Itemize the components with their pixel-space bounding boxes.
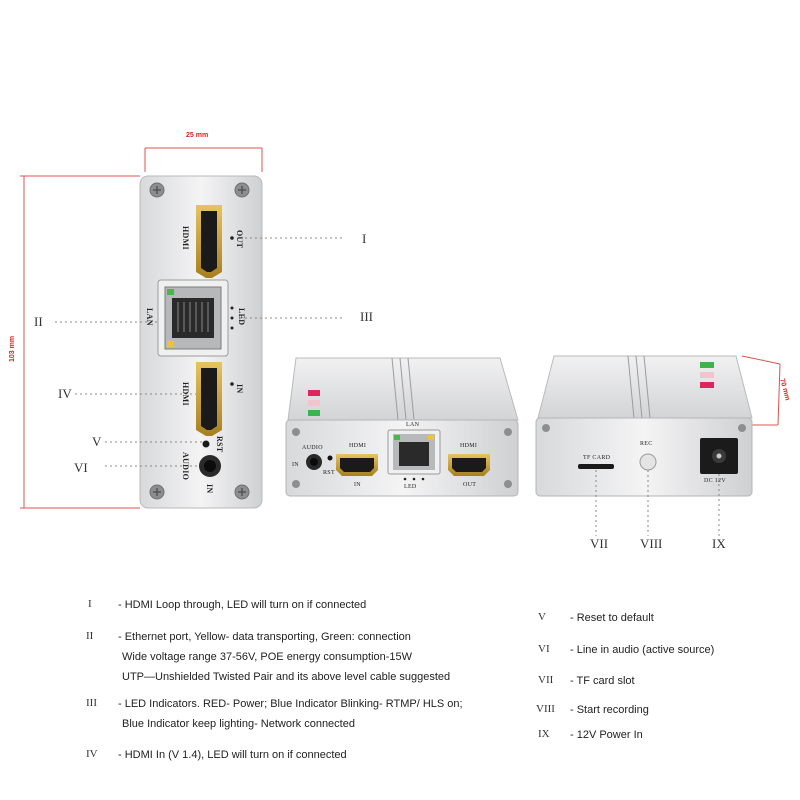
legend-text: - 12V Power In bbox=[570, 729, 643, 741]
legend-text: UTP—Unshielded Twisted Pair and its abov… bbox=[122, 671, 451, 683]
front-led-label: LED bbox=[237, 308, 246, 326]
rec-label: REC bbox=[640, 441, 653, 447]
mid-rst-label: RST bbox=[323, 470, 335, 476]
legend-text: - LED Indicators. RED- Power; Blue Indic… bbox=[118, 698, 463, 710]
callout-ix: IX bbox=[712, 536, 726, 551]
right-device bbox=[535, 355, 753, 497]
legend-text: - Line in audio (active source) bbox=[570, 644, 715, 656]
callout-i: I bbox=[362, 231, 367, 246]
mid-hdmi-in-sub: IN bbox=[354, 482, 361, 488]
mid-audio-label: AUDIO bbox=[302, 445, 323, 451]
hdmi-in-port bbox=[196, 362, 234, 436]
reset-button bbox=[202, 440, 210, 448]
legend-num: I bbox=[88, 598, 92, 610]
callout-v: V bbox=[92, 434, 102, 449]
legend-num: III bbox=[86, 697, 97, 709]
callout-ii: II bbox=[34, 314, 43, 329]
callout-viii: VIII bbox=[640, 536, 663, 551]
mid-lan-label: LAN bbox=[406, 422, 420, 428]
legend-num: IX bbox=[538, 728, 550, 740]
legend-text: - Reset to default bbox=[570, 612, 654, 624]
legend-text: Blue Indicator keep lighting- Network co… bbox=[122, 718, 355, 730]
tf-card-label: TF CARD bbox=[583, 455, 611, 461]
front-out-label: OUT bbox=[235, 230, 244, 249]
audio-jack bbox=[199, 455, 221, 477]
callout-vi: VI bbox=[74, 460, 88, 475]
legend-text: - Start recording bbox=[570, 704, 649, 716]
legend-num: VII bbox=[538, 674, 554, 686]
front-hdmi-in-label: HDMI bbox=[181, 382, 190, 406]
callout-iv: IV bbox=[58, 386, 72, 401]
legend-num: V bbox=[538, 611, 546, 623]
legend-text: Wide voltage range 37-56V, POE energy co… bbox=[122, 651, 413, 663]
mid-led-label: LED bbox=[404, 484, 417, 490]
legend-num: VIII bbox=[536, 703, 555, 715]
device-diagram bbox=[20, 147, 781, 536]
legend-text: - TF card slot bbox=[570, 675, 635, 687]
callout-vii: VII bbox=[590, 536, 609, 551]
hdmi-out-port bbox=[196, 205, 234, 278]
dimension-lines bbox=[20, 147, 781, 509]
legend-text: - HDMI In (V 1.4), LED will turn on if c… bbox=[118, 749, 347, 761]
lan-port bbox=[157, 279, 234, 357]
mid-hdmi-out-label: HDMI bbox=[460, 443, 478, 449]
legend-num: IV bbox=[86, 748, 98, 760]
legend-num: VI bbox=[538, 643, 550, 655]
front-hdmi-out-label: HDMI bbox=[181, 226, 190, 250]
callout-iii: III bbox=[360, 309, 373, 324]
legend-text: - HDMI Loop through, LED will turn on if… bbox=[118, 599, 367, 611]
dc-power-label: DC 12V bbox=[704, 478, 726, 484]
front-rst-label: RST bbox=[215, 436, 224, 453]
height-dimension-label: 103 mm bbox=[9, 335, 16, 362]
front-audio-label: AUDIO bbox=[181, 452, 190, 481]
middle-device bbox=[285, 357, 519, 497]
legend-num: II bbox=[86, 630, 94, 642]
front-audio-in-label: IN bbox=[205, 484, 214, 494]
mid-hdmi-in-label: HDMI bbox=[349, 443, 367, 449]
front-in-label: IN bbox=[235, 384, 244, 394]
mid-in-label: IN bbox=[292, 462, 299, 468]
width-dimension-label: 25 mm bbox=[186, 132, 209, 139]
legend-text: - Ethernet port, Yellow- data transporti… bbox=[118, 631, 411, 643]
front-lan-label: LAN bbox=[145, 308, 154, 326]
mid-hdmi-out-sub: OUT bbox=[463, 482, 477, 488]
front-panel bbox=[139, 175, 263, 509]
